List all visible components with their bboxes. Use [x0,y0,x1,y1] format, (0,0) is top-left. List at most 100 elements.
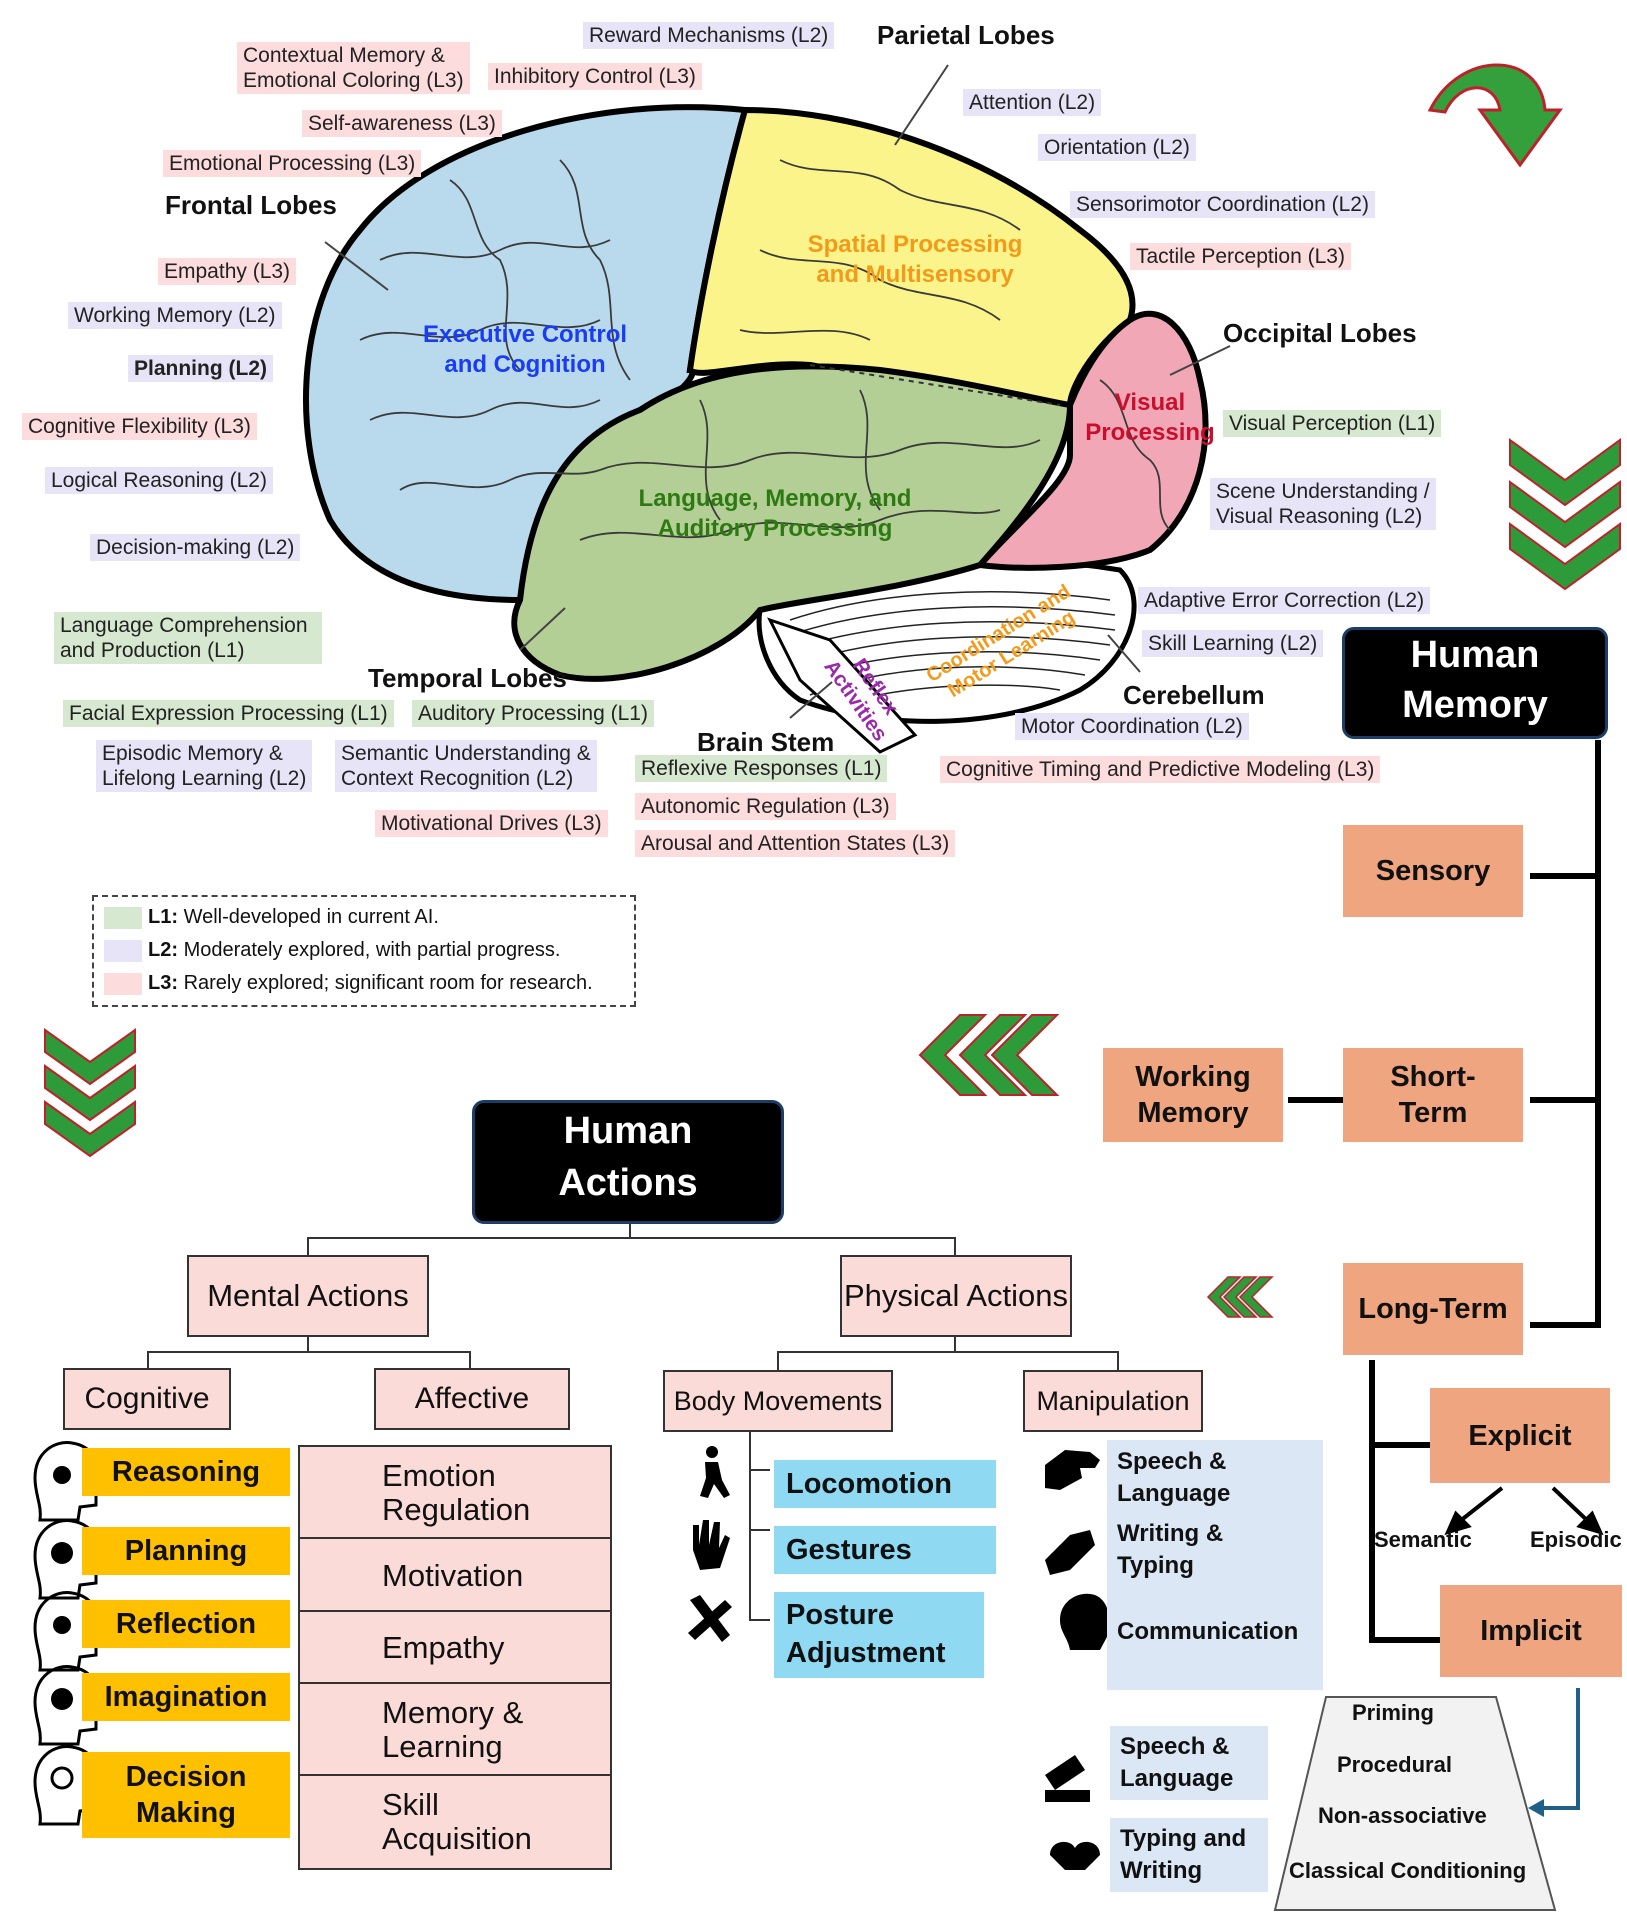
human-actions-box: Human Actions [472,1100,784,1224]
working-memory-box: Working Memory [1103,1048,1283,1142]
label-skill-learning: Skill Learning (L2) [1142,630,1324,657]
posture-adjustment-text: Posture Adjustment [786,1599,946,1669]
body-icons [688,1446,732,1642]
affective-box: Affective [374,1368,570,1430]
language-memory-region: Language, Memory, and Auditory Processin… [625,484,925,544]
implicit-item-classical-conditioning: Classical Conditioning [1289,1858,1527,1883]
visual-line-1: Visual [1114,389,1186,416]
empathy-text: Empathy [382,1630,505,1665]
label-orientation: Orientation (L2) [1038,134,1196,161]
short-term-line-2: Term [1398,1097,1468,1129]
label-self-awareness: Self-awareness (L3) [302,110,502,137]
human-actions-line-2: Actions [558,1162,698,1204]
implicit-item-non-associative: Non-associative [1318,1803,1487,1828]
emotion-regulation-text: Emotion Regulation [382,1458,531,1527]
legend-l2-swatch [104,939,142,962]
body-item-gestures: Gestures [774,1526,996,1574]
label-decision-making: Decision-making (L2) [90,534,301,561]
visual-line-2: Processing [1085,419,1215,446]
manipulation-item-speech: Speech & Language [1117,1448,1231,1507]
semantic-line-2: Context Recognition (L2) [341,767,574,790]
label-auditory-processing: Auditory Processing (L1) [412,700,654,727]
actions-tree-lines [147,1220,1119,1621]
extra-item-speech: Speech & Language [1120,1733,1234,1792]
contextual-line-1: Contextual Memory & [243,44,445,67]
cognitive-item-planning: Planning [82,1527,290,1575]
occipital-lobes-label: Occipital Lobes [1223,318,1417,348]
label-attention: Attention (L2) [963,89,1102,116]
semantic-label: Semantic [1374,1527,1472,1552]
affective-item-memory-learning: Memory & Learning [298,1682,612,1778]
label-reward: Reward Mechanisms (L2) [583,22,835,49]
implicit-item-priming: Priming [1352,1700,1434,1725]
label-visual-perception: Visual Perception (L1) [1223,410,1442,437]
human-actions-line-1: Human [563,1110,693,1152]
spatial-line-1: Spatial Processing [807,231,1023,258]
label-motor-coordination: Motor Coordination (L2) [1015,713,1249,740]
extra-typing-panel [1110,1818,1268,1892]
cognitive-box: Cognitive [63,1368,231,1430]
chevron-down-icon [1509,438,1621,591]
implicit-box: Implicit [1440,1585,1622,1677]
pointer-lines [324,64,1231,719]
label-semantic-understanding: Semantic Understanding &Context Recognit… [335,740,597,792]
human-memory-line-2: Memory [1402,684,1548,726]
executive-line-1: Executive Control [422,321,628,348]
affective-item-skill-acquisition: Skill Acquisition [298,1774,612,1870]
short-term-box: Short- Term [1343,1048,1523,1142]
label-cognitive-timing: Cognitive Timing and Predictive Modeling… [940,756,1381,783]
temporal-lobes-label: Temporal Lobes [368,663,567,693]
legend-l2-text: Moderately explored, with partial progre… [183,939,561,961]
legend-l3: L3: Rarely explored; significant room fo… [104,970,593,998]
label-arousal: Arousal and Attention States (L3) [635,830,956,857]
label-logical-reasoning: Logical Reasoning (L2) [45,467,273,494]
affective-item-emotion-regulation: Emotion Regulation [298,1445,612,1541]
episodic-line-2: Lifelong Learning (L2) [102,767,307,790]
implicit-arrow [1540,1688,1580,1810]
extra-item-typing: Typing and Writing [1120,1825,1247,1884]
temporal-lobe-shape [511,363,1074,682]
motivation-text: Motivation [382,1557,524,1593]
manipulation-box: Manipulation [1023,1370,1203,1432]
episodic-label: Episodic [1530,1527,1622,1552]
manipulation-item-writing: Writing & Typing [1117,1520,1224,1579]
manipulation-items-panel [1107,1440,1323,1690]
label-autonomic-regulation: Autonomic Regulation (L3) [635,793,896,820]
scene-line-1: Scene Understanding / [1216,480,1430,503]
sensory-box: Sensory [1343,825,1523,917]
label-contextual-memory: Contextual Memory &Emotional Coloring (L… [237,42,470,94]
chevron-left-icon-small [1206,1276,1274,1318]
manipulation-item-communication: Communication [1117,1618,1299,1645]
contextual-line-2: Emotional Coloring (L3) [243,69,464,92]
label-planning: Planning (L2) [128,355,273,382]
body-movements-box: Body Movements [663,1370,893,1432]
frontal-lobes-label: Frontal Lobes [165,190,337,220]
working-memory-line-1: Working [1135,1061,1251,1093]
label-episodic-memory: Episodic Memory &Lifelong Learning (L2) [96,740,313,792]
explicit-arrows [1444,1486,1604,1536]
implicit-arrowhead [1528,1799,1544,1817]
label-inhibitory: Inhibitory Control (L3) [488,63,702,90]
human-memory-line-1: Human [1410,634,1540,676]
language-line-1: Language, Memory, and [638,485,912,512]
label-empathy: Empathy (L3) [158,258,297,285]
legend-l2: L2: Moderately explored, with partial pr… [104,937,560,965]
episodic-line-1: Episodic Memory & [102,742,283,765]
implicit-trapezoid [1273,1696,1557,1911]
affective-item-motivation: Motivation [298,1537,612,1614]
body-item-posture-adjustment: Posture Adjustment [774,1592,984,1678]
language-line-2: Auditory Processing [657,515,893,542]
memory-tree-lines [1288,740,1601,1643]
legend: L1: Well-developed in current AI. L2: Mo… [92,895,636,1007]
extra-speech-panel [1110,1726,1268,1800]
chevron-down-icon-left [44,1028,136,1158]
cognitive-item-reflection: Reflection [82,1600,290,1648]
parietal-lobes-label: Parietal Lobes [877,20,1055,50]
legend-l1-swatch [104,906,142,929]
legend-l1-key: L1: [148,906,178,928]
legend-l3-swatch [104,972,142,995]
memory-learning-text: Memory & Learning [382,1695,524,1764]
label-motivational-drives: Motivational Drives (L3) [375,810,608,837]
